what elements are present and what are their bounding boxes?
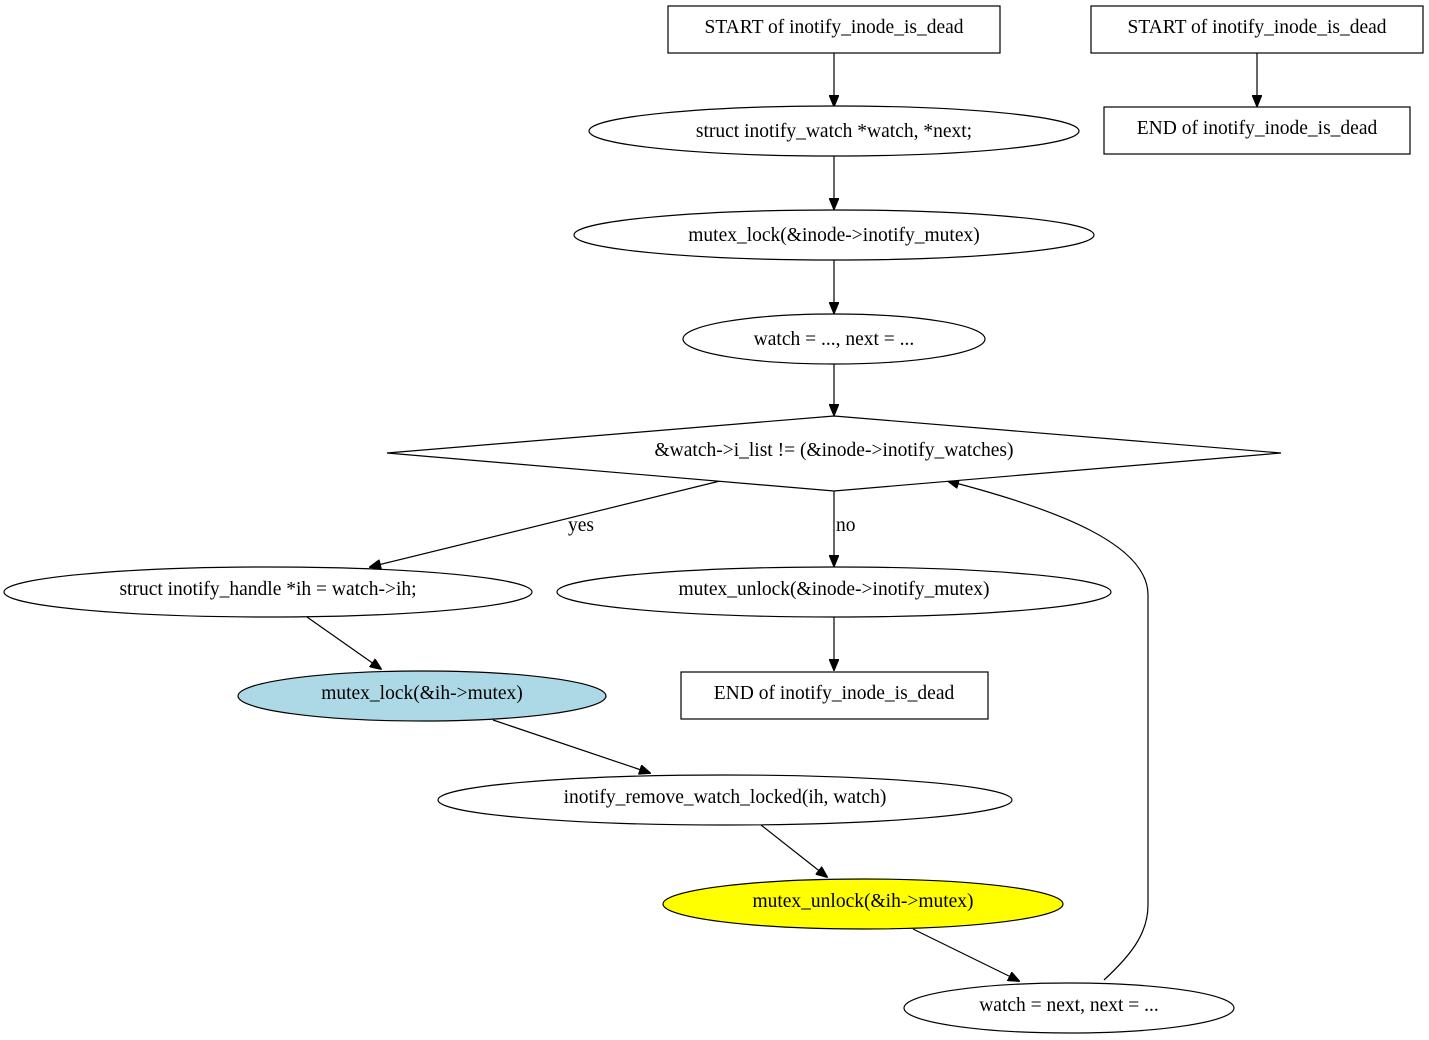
node-lock-ih: mutex_lock(&ih->mutex)	[237, 670, 607, 722]
node-lock-inode: mutex_lock(&inode->inotify_mutex)	[573, 209, 1095, 261]
node-loop-cond: &watch->i_list != (&inode->inotify_watch…	[386, 415, 1282, 492]
edge-unlockih-to-advance	[912, 928, 1019, 981]
edge-label-yes: yes	[568, 515, 594, 536]
node-end-main: END of inotify_inode_is_dead	[680, 671, 989, 720]
node-loop-cond-label: &watch->i_list != (&inode->inotify_watch…	[655, 440, 1014, 461]
node-remove-watch-label: inotify_remove_watch_locked(ih, watch)	[564, 787, 887, 808]
node-init-watch: watch = ..., next = ...	[682, 313, 986, 365]
edge-declih-to-lockih	[306, 616, 381, 669]
node-end-main-label: END of inotify_inode_is_dead	[714, 683, 955, 704]
node-start-main-label: START of inotify_inode_is_dead	[704, 17, 963, 38]
node-start-alt: START of inotify_inode_is_dead	[1090, 5, 1424, 54]
node-remove-watch: inotify_remove_watch_locked(ih, watch)	[437, 774, 1013, 826]
edge-lockih-to-remove	[492, 719, 650, 773]
edges	[306, 53, 1257, 981]
node-init-watch-label: watch = ..., next = ...	[754, 329, 915, 350]
edge-cond-yes	[370, 480, 721, 567]
node-decl-watch-label: struct inotify_watch *watch, *next;	[696, 121, 972, 142]
node-lock-ih-label: mutex_lock(&ih->mutex)	[321, 683, 523, 704]
node-advance-label: watch = next, next = ...	[979, 995, 1159, 1016]
node-advance: watch = next, next = ...	[903, 982, 1235, 1034]
edge-advance-loopback	[948, 481, 1149, 981]
node-unlock-inode: mutex_unlock(&inode->inotify_mutex)	[556, 566, 1112, 618]
edge-label-no: no	[836, 515, 856, 536]
node-unlock-ih-label: mutex_unlock(&ih->mutex)	[752, 891, 973, 912]
node-decl-watch: struct inotify_watch *watch, *next;	[588, 105, 1080, 157]
node-start-alt-label: START of inotify_inode_is_dead	[1127, 17, 1386, 38]
node-lock-ih-shape	[237, 670, 607, 722]
node-decl-ih-label: struct inotify_handle *ih = watch->ih;	[119, 579, 416, 600]
node-end-alt-label: END of inotify_inode_is_dead	[1137, 118, 1378, 139]
node-lock-inode-label: mutex_lock(&inode->inotify_mutex)	[688, 225, 980, 246]
node-unlock-inode-label: mutex_unlock(&inode->inotify_mutex)	[678, 579, 989, 600]
node-unlock-ih: mutex_unlock(&ih->mutex)	[662, 878, 1064, 930]
node-decl-ih: struct inotify_handle *ih = watch->ih;	[3, 566, 533, 618]
node-unlock-ih-shape	[662, 878, 1064, 930]
edge-remove-to-unlockih	[760, 824, 827, 877]
node-start-main: START of inotify_inode_is_dead	[667, 5, 1001, 54]
node-end-alt: END of inotify_inode_is_dead	[1103, 106, 1411, 155]
